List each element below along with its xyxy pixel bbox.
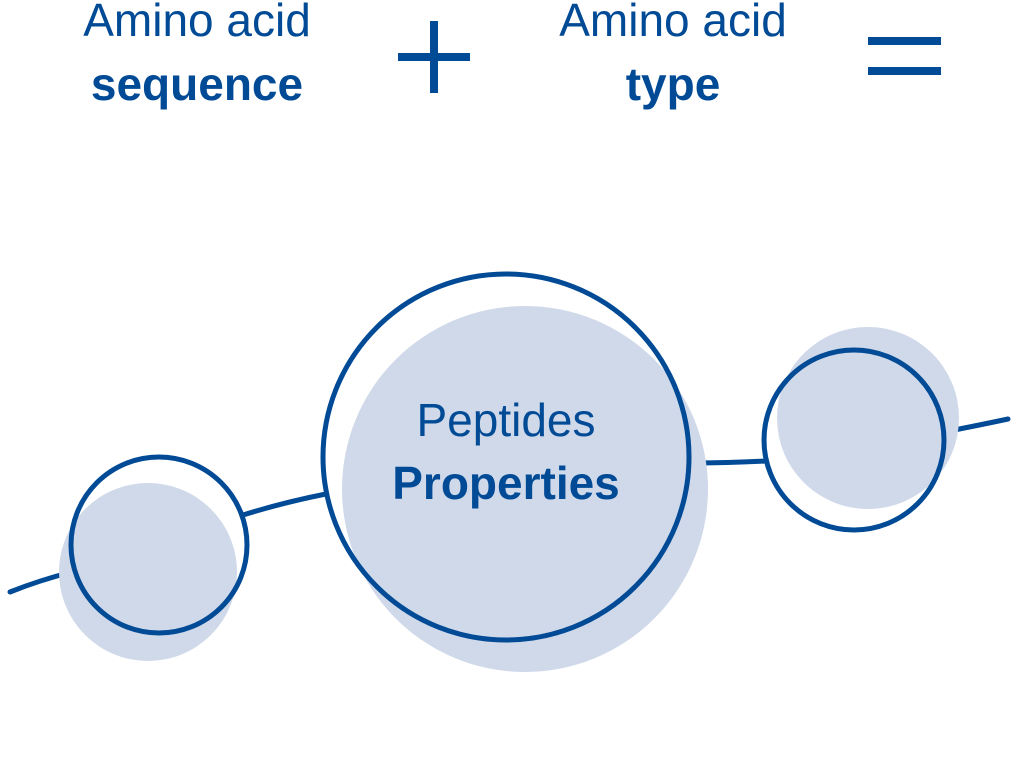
- equation-header: Amino acid sequence Amino acid type: [83, 0, 941, 110]
- equals-icon: [868, 37, 941, 75]
- node-left-fill: [59, 483, 237, 661]
- node-right-outline: [761, 347, 947, 533]
- peptide-properties-node: Peptides Properties: [320, 271, 708, 672]
- amino-acid-node-right: [761, 327, 959, 533]
- amino-acid-node-left: [59, 454, 250, 661]
- node-center-outline: [320, 271, 692, 643]
- term-type-line2: type: [626, 58, 721, 110]
- term-type-line1: Amino acid: [559, 0, 787, 46]
- node-center-fill: [342, 306, 708, 672]
- node-left-outline: [68, 454, 250, 636]
- node-center-label-line1: Peptides: [416, 394, 595, 446]
- plus-icon: [398, 21, 470, 93]
- term-sequence-line2: sequence: [91, 58, 303, 110]
- term-sequence-line1: Amino acid: [83, 0, 311, 46]
- chain-segment-left-center: [240, 491, 329, 518]
- node-center-label-line2: Properties: [392, 457, 620, 509]
